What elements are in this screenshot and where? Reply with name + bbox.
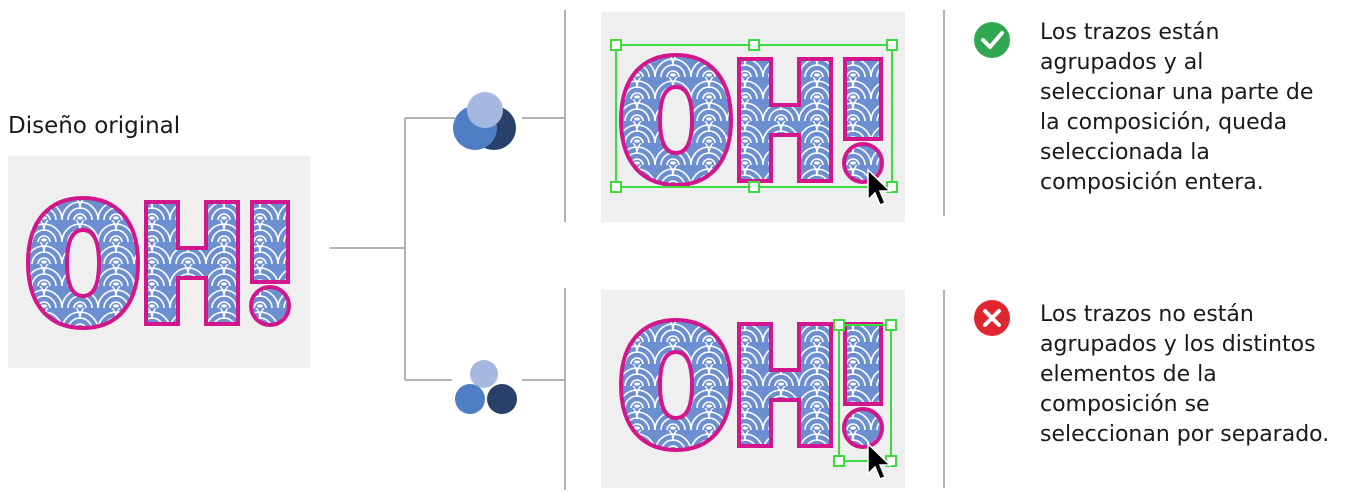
error-circle-icon (974, 300, 1010, 336)
grouped-line-2: agrupados y al (1040, 48, 1360, 78)
grouped-line-5: seleccionada la (1040, 138, 1360, 168)
check-circle-icon (974, 22, 1010, 58)
grouped-line-6: composición entera. (1040, 168, 1360, 198)
grouped-line-4: la composición, queda (1040, 108, 1360, 138)
ungrouped-line-5: seleccionan por separado. (1040, 420, 1365, 450)
grouped-dots-icon (453, 92, 516, 150)
ungrouped-line-2: agrupados y los distintos (1040, 330, 1365, 360)
ungrouped-line-1: Los trazos no están (1040, 300, 1365, 330)
ungrouped-description: Los trazos no están agrupados y los dist… (1040, 300, 1365, 450)
ungrouped-line-3: elementos de la (1040, 360, 1365, 390)
ungrouped-line-4: composición se (1040, 390, 1365, 420)
grouped-line-1: Los trazos están (1040, 18, 1360, 48)
grouped-description: Los trazos están agrupados y al seleccio… (1040, 18, 1360, 198)
grouped-line-3: seleccionar una parte de (1040, 78, 1360, 108)
ungrouped-dots-icon (455, 360, 517, 414)
connector-lines (330, 118, 565, 380)
original-caption: Diseño original (8, 111, 180, 141)
